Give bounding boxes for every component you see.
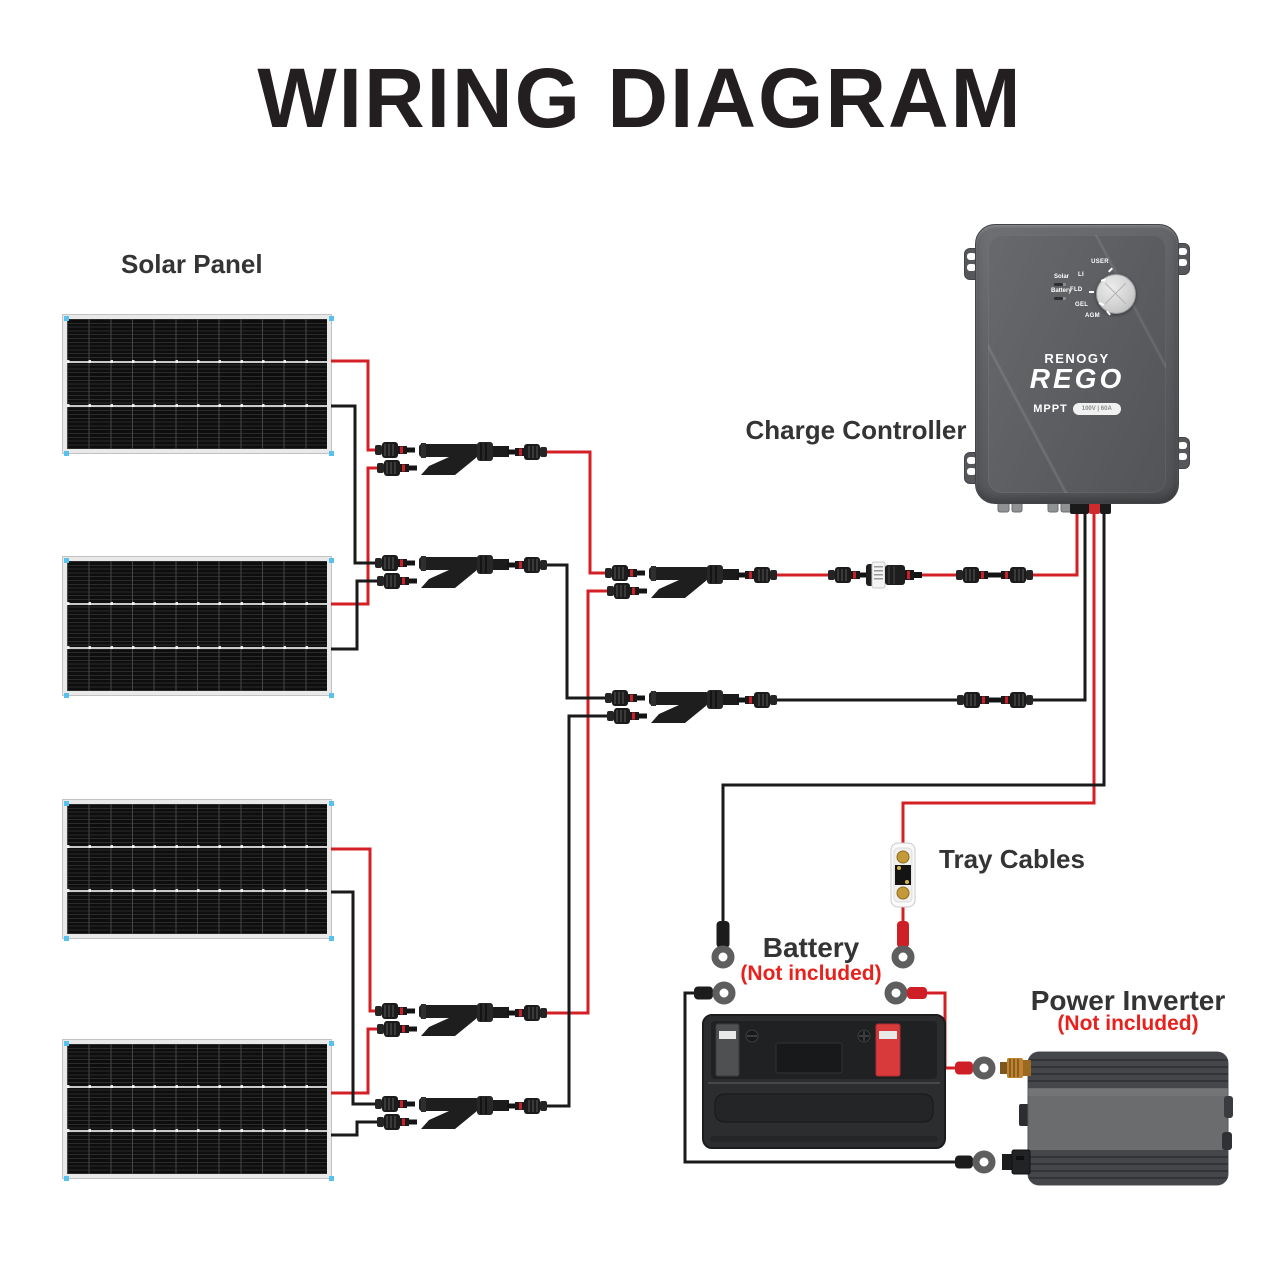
inline-pv-fuse bbox=[828, 561, 922, 589]
battery-indicator-led bbox=[1054, 297, 1066, 300]
inverter-negative-terminal bbox=[1002, 1149, 1031, 1175]
label-tray-cables: Tray Cables bbox=[939, 844, 1085, 874]
dial-label-gel: GEL bbox=[1075, 302, 1089, 308]
solar-panel-1 bbox=[62, 314, 332, 454]
power-inverter-body bbox=[1000, 1051, 1233, 1186]
page-title: WIRING DIAGRAM bbox=[257, 51, 1023, 145]
label-battery-note: (Not included) bbox=[740, 962, 882, 985]
panel-corner-clamps bbox=[64, 801, 69, 806]
rating-badge: 100V | 60A bbox=[1072, 402, 1121, 415]
y-branch-negative-array bbox=[605, 690, 777, 724]
solar-panel-2 bbox=[62, 556, 332, 696]
battery-indicator-label: Battery bbox=[1051, 288, 1072, 294]
solar-panel-4 bbox=[62, 1039, 332, 1179]
panel-corner-clamps bbox=[64, 316, 69, 321]
battery-box bbox=[702, 1014, 946, 1149]
positive-wires bbox=[331, 359, 1096, 1095]
ring-terminals bbox=[694, 921, 996, 1174]
negative-wires bbox=[331, 404, 1106, 1164]
charge-controller: USER LI FLD GEL AGM Solar Battery RENOGY… bbox=[964, 224, 1190, 504]
anl-fuse-holder bbox=[890, 842, 916, 908]
controller-faceplate bbox=[988, 235, 1166, 493]
dial-label-fld: FLD bbox=[1070, 287, 1083, 293]
pv-positive-connector-pair bbox=[956, 567, 1033, 583]
y-branch-negative-panels-3-4 bbox=[375, 1096, 547, 1130]
solar-indicator-label: Solar bbox=[1054, 274, 1070, 280]
label-power-inverter: Power Inverter bbox=[1030, 985, 1226, 1016]
dial-label-li: LI bbox=[1078, 272, 1084, 278]
y-branch-positive-panels-1-2 bbox=[375, 442, 547, 476]
panel-corner-clamps bbox=[64, 558, 69, 563]
panel-corner-clamps bbox=[64, 1041, 69, 1046]
dial-label-agm: AGM bbox=[1085, 313, 1100, 319]
pv-negative-connector-pair bbox=[957, 692, 1033, 708]
renogy-logo: RENOGY bbox=[1044, 351, 1110, 366]
y-branch-positive-panels-3-4 bbox=[375, 1003, 547, 1037]
label-charge-controller: Charge Controller bbox=[745, 415, 967, 445]
dial-label-user: USER bbox=[1091, 259, 1109, 265]
y-branch-negative-panels-1-2 bbox=[375, 555, 547, 589]
dial-tick bbox=[1089, 291, 1094, 293]
label-battery: Battery bbox=[762, 932, 860, 963]
label-solar-panel: Solar Panel bbox=[121, 249, 263, 279]
rego-logo: REGO bbox=[1029, 363, 1125, 394]
solar-indicator-led bbox=[1054, 283, 1066, 286]
label-inverter-note: (Not included) bbox=[1057, 1012, 1199, 1035]
solar-panel-3 bbox=[62, 799, 332, 939]
mppt-label: MPPT bbox=[1033, 402, 1068, 415]
inverter-positive-terminal bbox=[1000, 1058, 1031, 1078]
y-branch-positive-array bbox=[605, 565, 777, 599]
